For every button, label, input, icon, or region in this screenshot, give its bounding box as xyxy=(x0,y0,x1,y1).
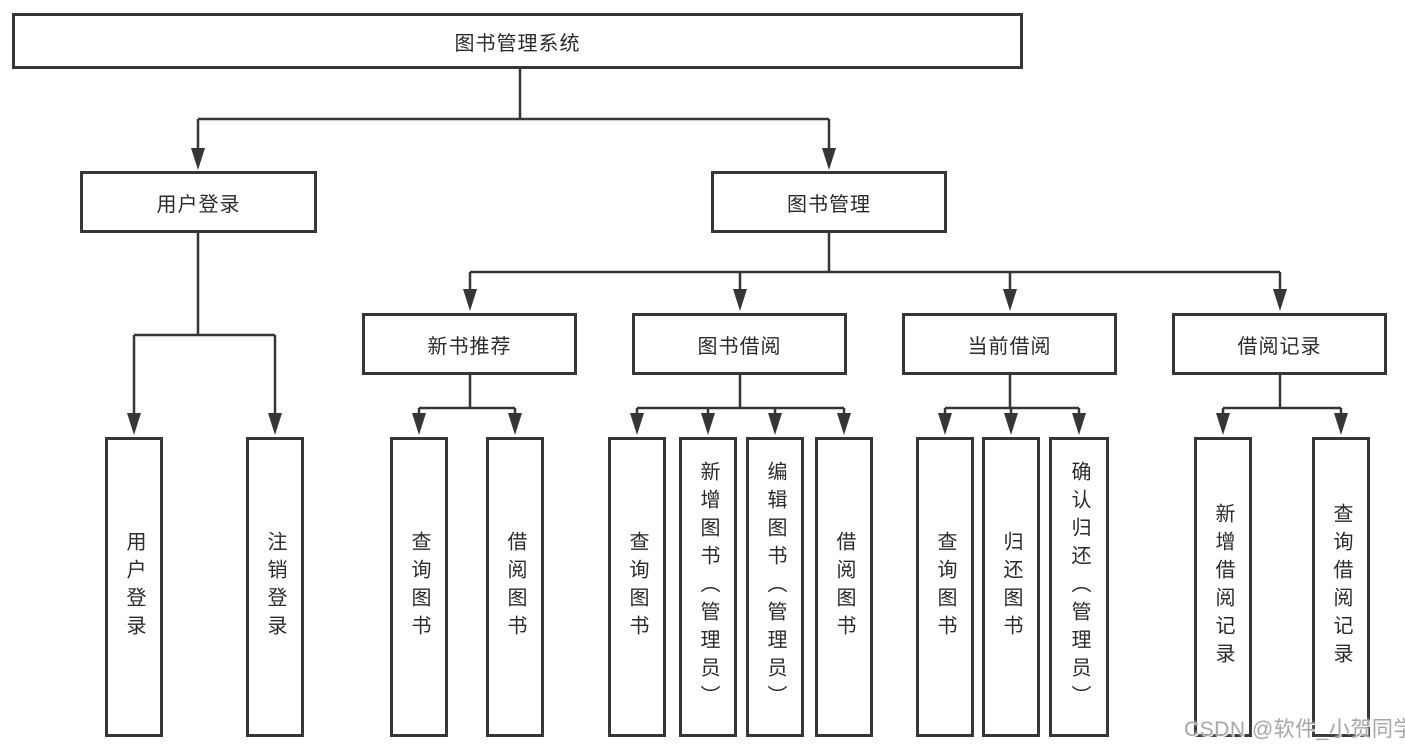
leaf-current-confirm-return-admin: 确认归还（管理员） xyxy=(1049,437,1109,737)
node-user-login-label: 用户登录 xyxy=(156,193,241,216)
node-borrow-records-label: 借阅记录 xyxy=(1237,335,1322,358)
leaf-logout-label: 注销登录 xyxy=(264,531,286,643)
leaf-current-query-books-label: 查询图书 xyxy=(934,531,956,643)
leaf-current-confirm-return-admin-label: 确认归还（管理员） xyxy=(1068,461,1090,713)
leaf-records-query-record: 查询借阅记录 xyxy=(1312,437,1370,737)
leaf-borrow-query-books-label: 查询图书 xyxy=(626,531,648,643)
leaf-borrow-edit-books-admin-label: 编辑图书（管理员） xyxy=(764,461,786,713)
leaf-borrow-add-books-admin-label: 新增图书（管理员） xyxy=(697,461,719,713)
node-current-borrow-label: 当前借阅 xyxy=(967,335,1052,358)
leaf-records-add-record-label: 新增借阅记录 xyxy=(1212,503,1234,671)
node-new-book-recommend: 新书推荐 xyxy=(362,313,577,375)
node-book-management: 图书管理 xyxy=(711,171,947,233)
node-user-login: 用户登录 xyxy=(80,171,317,233)
leaf-user-login: 用户登录 xyxy=(105,437,163,737)
leaf-borrow-edit-books-admin: 编辑图书（管理员） xyxy=(746,437,804,737)
leaf-current-query-books: 查询图书 xyxy=(916,437,974,737)
leaf-newbook-borrow-books: 借阅图书 xyxy=(486,437,544,737)
leaf-records-add-record: 新增借阅记录 xyxy=(1194,437,1252,737)
leaf-newbook-borrow-books-label: 借阅图书 xyxy=(504,531,526,643)
leaf-borrow-query-books: 查询图书 xyxy=(608,437,666,737)
csdn-watermark: CSDN @软件_小贺同学 xyxy=(1184,718,1405,741)
leaf-current-return-books-label: 归还图书 xyxy=(1000,531,1022,643)
leaf-borrow-borrow-books-label: 借阅图书 xyxy=(833,531,855,643)
leaf-newbook-query-books-label: 查询图书 xyxy=(408,531,430,643)
node-book-borrow-label: 图书借阅 xyxy=(697,335,782,358)
node-current-borrow: 当前借阅 xyxy=(902,313,1117,375)
leaf-newbook-query-books: 查询图书 xyxy=(390,437,448,737)
node-root-system: 图书管理系统 xyxy=(12,13,1023,69)
leaf-records-query-record-label: 查询借阅记录 xyxy=(1330,503,1352,671)
leaf-logout: 注销登录 xyxy=(246,437,304,737)
leaf-borrow-borrow-books: 借阅图书 xyxy=(815,437,873,737)
leaf-current-return-books: 归还图书 xyxy=(982,437,1040,737)
node-book-management-label: 图书管理 xyxy=(787,193,871,216)
node-borrow-records: 借阅记录 xyxy=(1172,313,1387,375)
leaf-user-login-label: 用户登录 xyxy=(123,531,145,643)
node-book-borrow: 图书借阅 xyxy=(632,313,847,375)
leaf-borrow-add-books-admin: 新增图书（管理员） xyxy=(679,437,737,737)
node-new-book-recommend-label: 新书推荐 xyxy=(427,335,512,358)
node-root-system-label: 图书管理系统 xyxy=(454,32,581,55)
